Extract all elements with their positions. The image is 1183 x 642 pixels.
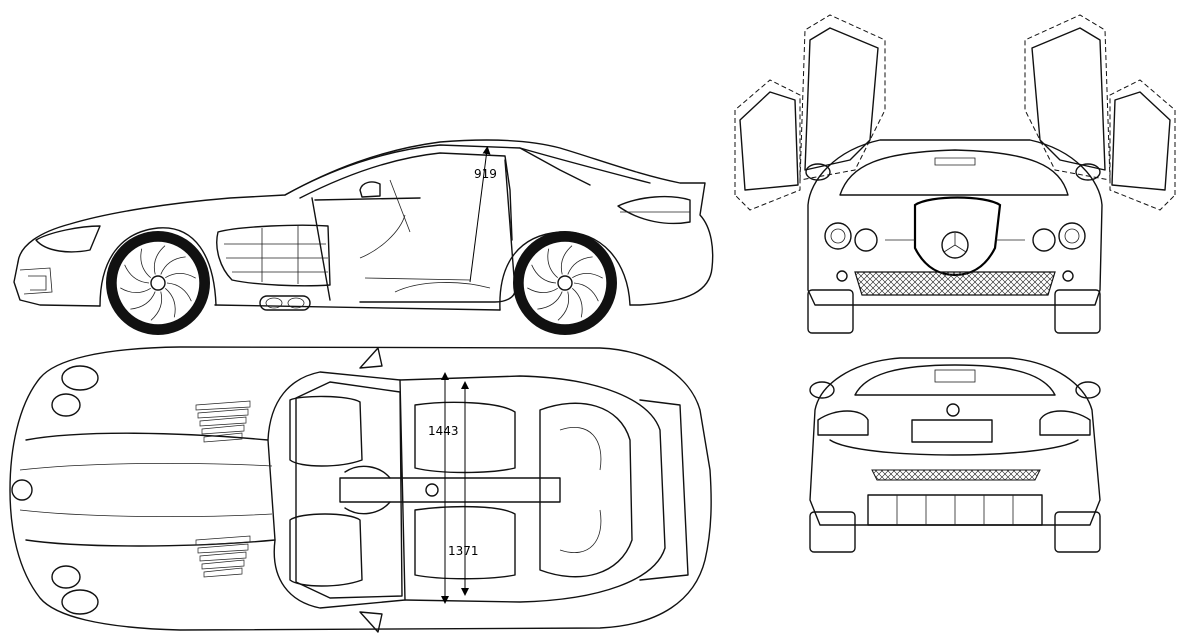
width-dimension-label: 1443 [428, 424, 459, 438]
vent-slat [203, 567, 243, 578]
wheel-spoke [547, 248, 558, 279]
wheel-spoke [130, 291, 156, 310]
vent-slat [197, 408, 249, 419]
wheel-spoke [537, 291, 563, 310]
wheel-spoke [527, 287, 558, 294]
vent-slat [199, 551, 247, 562]
rear-view [809, 357, 1101, 553]
vent-slat [195, 400, 251, 411]
vent-slat [195, 535, 251, 546]
front-view [734, 14, 1176, 334]
wheel-spoke [140, 248, 151, 279]
vent-slat [201, 424, 245, 435]
vent-slat [203, 432, 243, 443]
wheel-spoke [165, 287, 176, 318]
wheel-spoke [150, 291, 163, 321]
side-view: 919 [13, 139, 714, 335]
wheel-spoke [573, 282, 599, 302]
vent-slat [197, 543, 249, 554]
wheel-spoke [531, 264, 557, 284]
vent-slat [201, 559, 245, 570]
wheel-spoke [560, 245, 573, 275]
wheel-spoke [572, 287, 583, 318]
vent-slat [199, 416, 247, 427]
wheel-spoke [165, 272, 196, 279]
wheel-spoke [160, 256, 186, 275]
height-dimension-label: 919 [474, 167, 497, 181]
wheel-spoke [153, 245, 166, 275]
wheel-spoke [567, 256, 593, 275]
wheel-spoke [120, 287, 151, 294]
top-view: 1443 1371 [9, 346, 712, 633]
track-dimension-label: 1371 [448, 544, 479, 558]
wheel-spoke [124, 264, 150, 284]
wheel-spoke [572, 272, 603, 279]
wheel-spoke [557, 291, 570, 321]
wheel-spoke [166, 282, 192, 302]
